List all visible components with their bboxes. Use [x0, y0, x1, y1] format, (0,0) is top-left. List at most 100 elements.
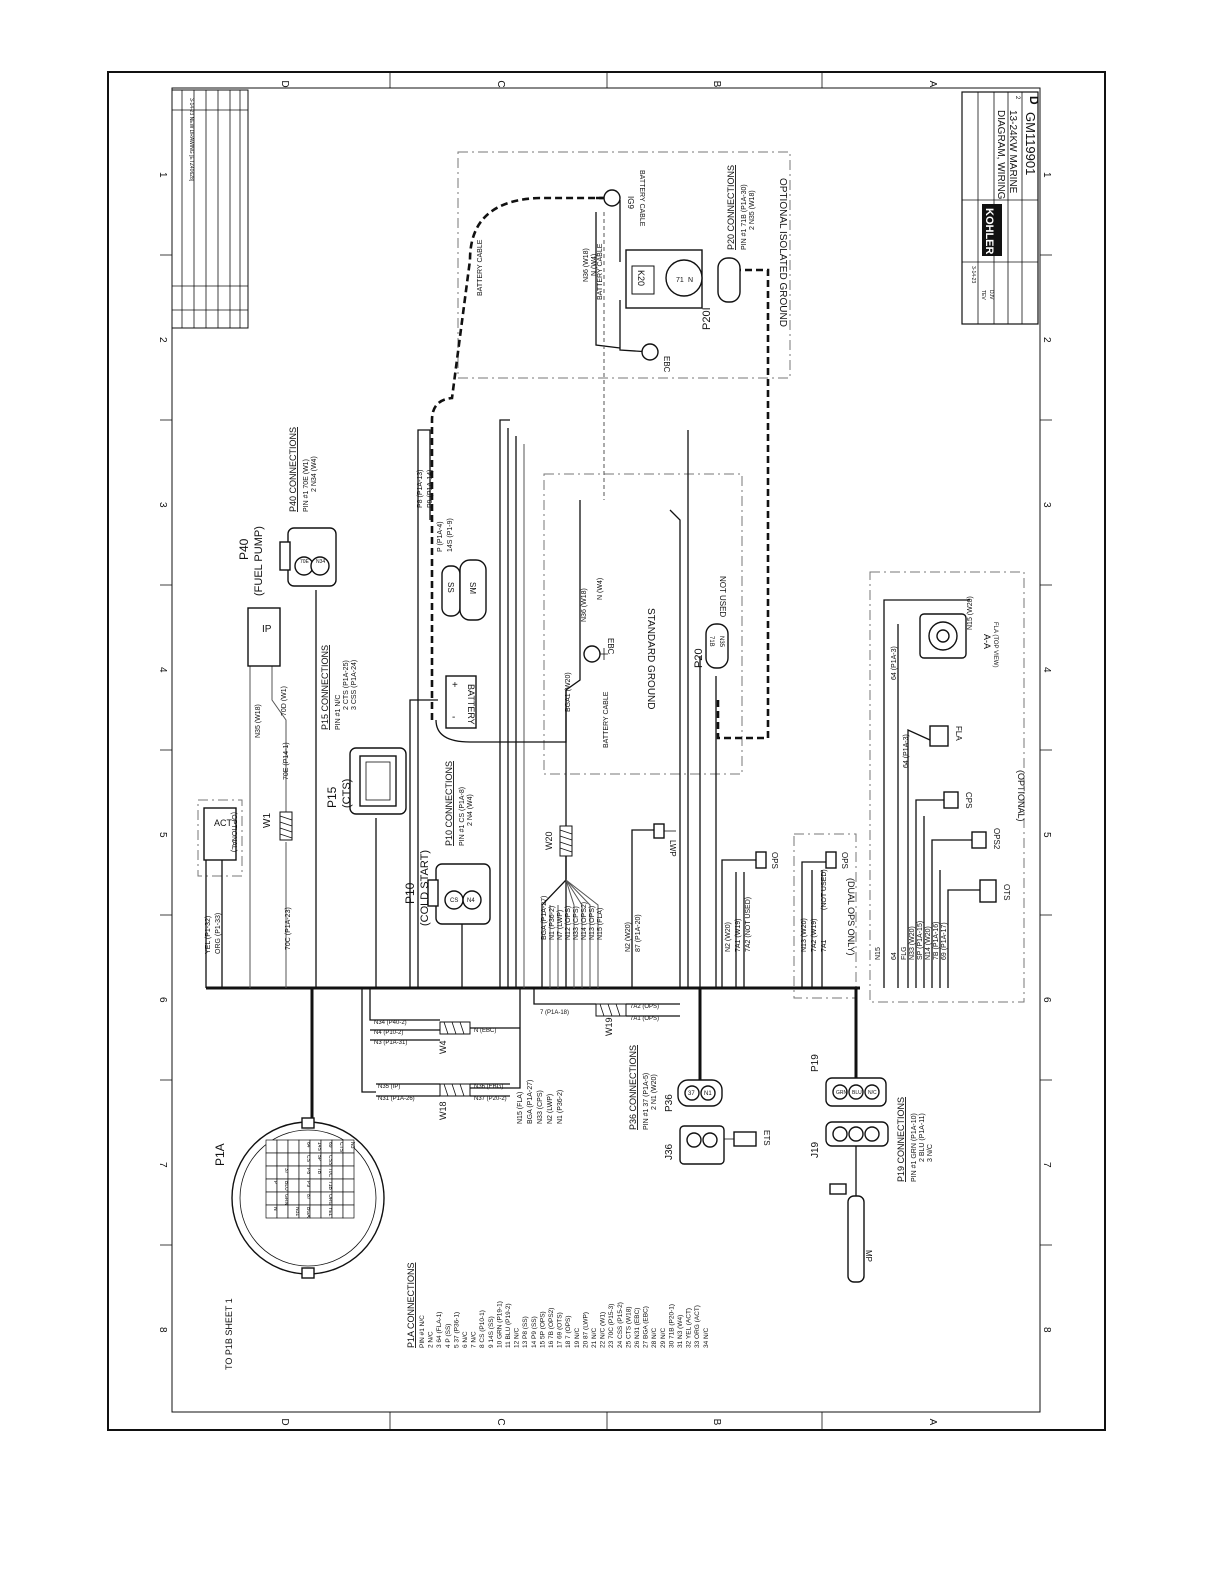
w18-splice: W18	[438, 1083, 471, 1120]
ets-ref: ETS	[762, 1130, 771, 1146]
k20-relay: 71 N K20	[625, 249, 703, 309]
label-act-org: ORG (P1-33)	[215, 913, 222, 954]
zone-left-1: 1	[157, 172, 168, 178]
p1a-table-line: 12 N/C	[514, 1327, 521, 1348]
label-n36-k20: N36 (W18)	[583, 248, 590, 282]
zone-right-3: 3	[1041, 502, 1052, 508]
label-w20-list-1: BGA (P1A-27)	[527, 1080, 534, 1124]
fla-sensor: FLA	[929, 725, 963, 747]
ip-ref: IP	[262, 624, 272, 635]
p19-connector: GRN BLU N/C P19	[810, 1054, 887, 1107]
label-70d: 70D (W1)	[281, 686, 288, 716]
n36-k20-wire	[595, 212, 621, 349]
label-w4-n: N (EBC)	[474, 1028, 496, 1034]
p10-name: (COLD START)	[419, 850, 431, 926]
p40-table-title: P40 CONNECTIONS	[288, 427, 298, 512]
p1a-table-line: 8 CS (P10-1)	[479, 1310, 486, 1348]
p20i-connector: P20I	[701, 257, 741, 330]
p1a-pin-cell	[276, 1152, 289, 1167]
k20-pin2: N	[688, 277, 693, 284]
p1a-table-line: 2 N/C	[428, 1331, 435, 1348]
starter-solenoid-motor: SS SM	[441, 559, 487, 621]
label-w20-fan-6: N13 (OPS)	[589, 906, 596, 940]
p1a-pin-cell	[265, 1139, 278, 1154]
label-n2-w20b: N2 (W20)	[725, 922, 732, 952]
battery-plus: +	[452, 680, 458, 691]
p40-name: (FUEL PUMP)	[253, 526, 265, 596]
p1a-table-line: 15 5P (OPS)	[539, 1311, 546, 1348]
p15-table-line-0: PIN #1 N/C	[335, 695, 342, 730]
p1a-note: TO P1B SHEET 1	[224, 1298, 234, 1370]
p1a-pin-label: P9	[305, 1181, 311, 1187]
dual-ops-only-label: (DUAL OPS ONLY)	[846, 878, 856, 956]
p1a-pin-cell	[287, 1152, 300, 1167]
zone-right-7: 7	[1041, 1162, 1052, 1168]
p20-table-title: P20 CONNECTIONS	[726, 165, 736, 250]
p1a-pin-cell	[287, 1191, 300, 1206]
act-note: (OPTIONAL)	[230, 812, 237, 852]
p1a-table-line: 19 N/C	[574, 1327, 581, 1348]
act-region	[197, 799, 243, 877]
p1a-pin-label: N	[272, 1207, 278, 1211]
p10-pin2: N4	[467, 898, 475, 904]
label-w18-n35: N35 (IP)	[378, 1084, 400, 1090]
zone-right-1: 1	[1041, 172, 1052, 178]
w4-ref: W4	[438, 1041, 448, 1055]
ops-dual-sensor: OPS	[825, 851, 849, 869]
cps-ref: CPS	[964, 792, 973, 808]
label-7a2-notused: 7A2 (NOT USED)	[745, 897, 752, 952]
label-w20-fan-3: N12 (OPS)	[565, 906, 572, 940]
battery-ref: BATTERY	[466, 684, 476, 725]
zone-bottom-d: D	[279, 1418, 290, 1425]
zone-top-d: D	[279, 80, 290, 87]
label-w19-a1: 7A1 (OPS)	[630, 1016, 659, 1022]
p1a-pin-label: YEL	[327, 1207, 333, 1217]
label-n2-w20: N2 (W20)	[625, 922, 632, 952]
p1a-table-line: 13 P8 (SS)	[522, 1316, 529, 1348]
p1a-table-line: 18 7 (OPS)	[565, 1315, 572, 1348]
label-70e: 70E (P14-1)	[283, 742, 290, 780]
zone-left-4: 4	[157, 667, 168, 673]
p10-pin1: CS	[450, 898, 458, 904]
label-w20-fan-0: BGA (P1A-27)	[541, 896, 548, 940]
battery: + - BATTERY	[445, 675, 477, 729]
p40-table-line-1: 2 N34 (W4)	[311, 456, 318, 492]
sheet-number: 2	[1014, 96, 1020, 100]
label-w20-list-0: N15 (FLA)	[517, 1092, 524, 1124]
p40-ref: P40	[237, 538, 251, 560]
revision-entry: 3-14-23 NEW DRAWING [ETZ40628]	[188, 98, 194, 182]
connection-tables: P40 CONNECTIONS PIN #1 70E (W1) 2 N34 (W…	[288, 165, 934, 1348]
p1a-pin-label: GRN	[283, 1194, 289, 1206]
label-n35-ip: N35 (W18)	[255, 704, 262, 738]
p1a-pin-cell	[265, 1152, 278, 1167]
battery-minus: -	[452, 712, 455, 723]
p1a-pin-cell	[342, 1178, 355, 1193]
p1a-table-line: 32 YEL (ACT)	[686, 1308, 693, 1348]
ip-component: IP	[247, 607, 281, 667]
w19-splice: W19	[595, 1003, 627, 1036]
isolated-ground-region	[457, 151, 791, 379]
label-7a1-w19: 7A1 (W19)	[735, 919, 742, 952]
p36-pin1: 37	[688, 1091, 695, 1097]
p20-pin1: 71B	[708, 636, 714, 647]
j19-connector: J19 MP	[810, 1121, 889, 1283]
p1a-table-line: 34 N/C	[703, 1327, 710, 1348]
p1a-pin-label: 14S	[316, 1142, 322, 1152]
p1a-pin-label: 5P	[316, 1155, 322, 1162]
label-n15-w20: N15 (W20)	[967, 596, 974, 630]
p1a-pin-cell	[276, 1204, 289, 1219]
mp-ref: MP	[864, 1250, 873, 1262]
label-w20-list-3: N2 (LWP)	[547, 1094, 554, 1124]
p1a-table-line: 33 ORG (ACT)	[694, 1305, 701, 1348]
p1a-table-line: 21 N/C	[591, 1327, 598, 1348]
p1a-table-line: 20 87 (LWP)	[582, 1312, 589, 1348]
j36-ref: J36	[664, 1143, 675, 1160]
w20-splice: W20	[544, 825, 573, 857]
cps-sensor: CPS	[943, 791, 973, 809]
label-w18-n36: N36 (EBG)	[474, 1084, 503, 1090]
p1a-table-line: 27 BGA (EBC)	[643, 1306, 650, 1348]
p1a-pin-grid: PN37BLUGRNN3164CSP8P987BGA14S5P7B69CSS70…	[265, 1139, 355, 1219]
p1a-pin-cell	[342, 1152, 355, 1167]
p10-table-line-1: 2 N4 (W4)	[467, 794, 474, 826]
